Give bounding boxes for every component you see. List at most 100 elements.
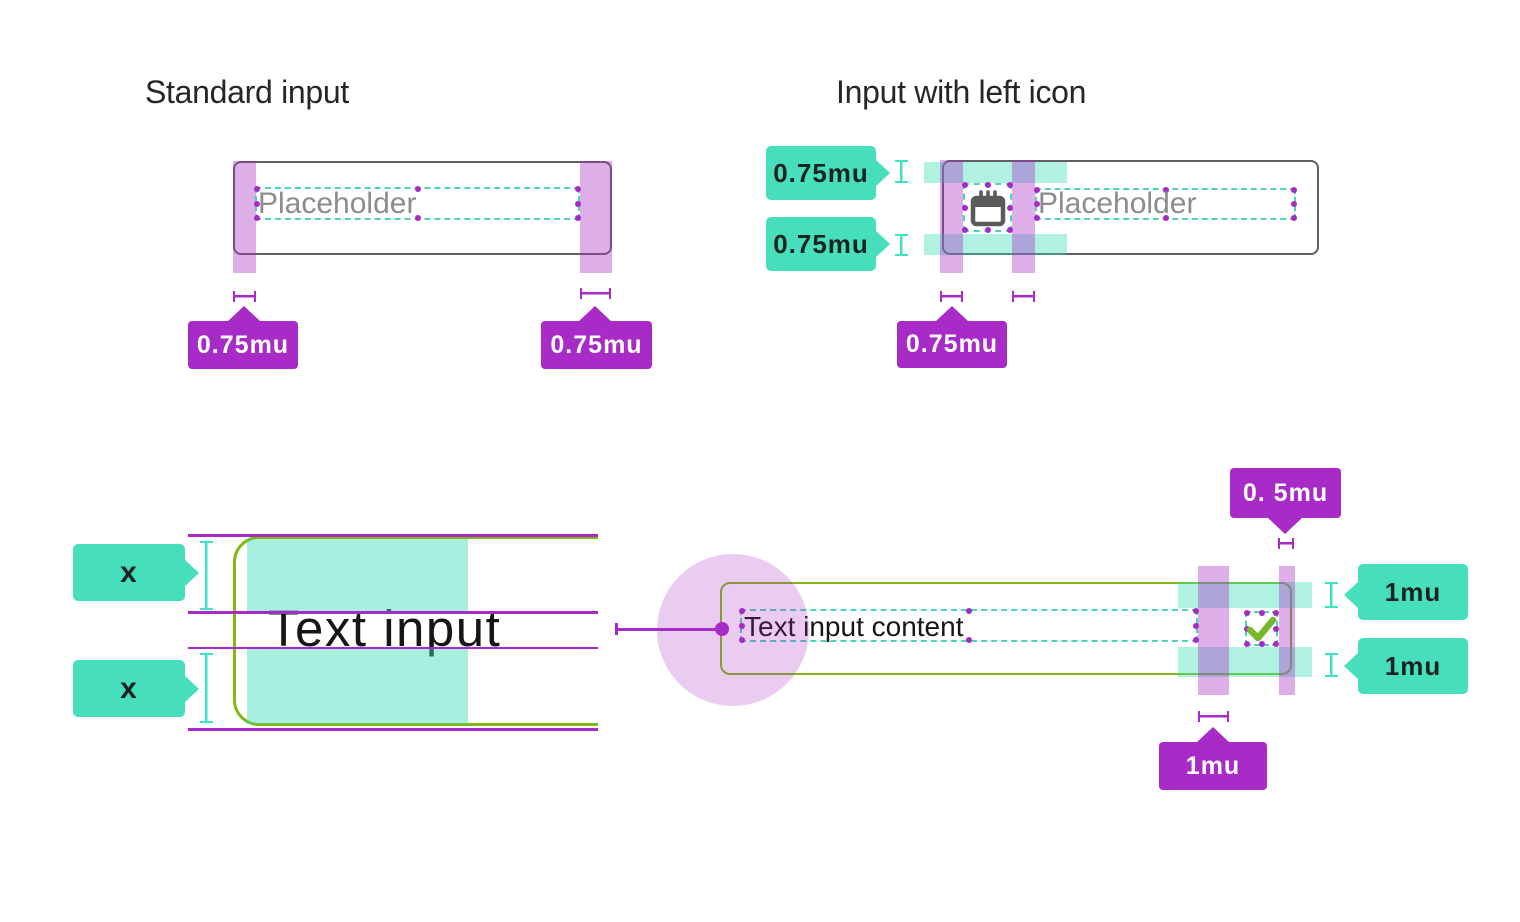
pad-bottom-highlight: [1178, 647, 1312, 677]
handle-dot: [1193, 637, 1199, 643]
badge-pointer: [875, 159, 890, 187]
content-text: Text input content: [744, 611, 964, 642]
pad-top-highlight: [247, 539, 468, 612]
standard-input-title: Standard input: [145, 74, 349, 110]
handle-dot: [1258, 610, 1265, 616]
badge-pointer: [227, 306, 261, 322]
guide-line-baseline: [188, 646, 598, 649]
check-icon-bounds: [1244, 610, 1279, 647]
padding-left-highlight: [233, 161, 256, 273]
handle-dot: [1291, 187, 1297, 193]
measure-beam: [200, 653, 213, 723]
badge-pointer: [1344, 652, 1359, 680]
measure-mark: [1198, 711, 1229, 722]
badge-pointer: [1268, 518, 1302, 534]
measure-mark: [580, 288, 611, 299]
measure-beam: [895, 160, 908, 183]
measure-beam: [895, 234, 908, 256]
pad-top-badge: 1mu: [1358, 564, 1468, 620]
bottom-padding-highlight: [924, 234, 1067, 255]
handle-dot: [575, 215, 581, 221]
measure-mark: [233, 291, 256, 302]
zoomed-input-border: [233, 536, 598, 726]
padding-right-highlight: [580, 161, 612, 273]
checkmark-icon: [1246, 616, 1277, 642]
handle-dot: [739, 637, 745, 643]
right-gap-badge: 0. 5mu: [1230, 468, 1341, 518]
top-padding-highlight: [924, 162, 1067, 183]
handle-dot: [962, 227, 968, 233]
handle-dot: [1007, 227, 1013, 233]
placeholder-text: Placeholder: [1038, 187, 1197, 220]
standard-input-field: [233, 161, 612, 255]
handle-dot: [414, 186, 421, 192]
measure-beam: [1325, 582, 1338, 608]
handle-dot: [1034, 215, 1040, 221]
placeholder-text: Placeholder: [258, 187, 417, 220]
badge-pointer: [1196, 727, 1230, 743]
connector-line: [615, 628, 722, 631]
icon-gap-badge: 0.75mu: [897, 321, 1007, 368]
measure-mark: [1012, 291, 1035, 302]
measure-beam: [200, 541, 213, 610]
handle-dot: [1162, 187, 1169, 193]
icon-bounds: [962, 182, 1013, 233]
handle-dot: [739, 622, 745, 629]
handle-dot: [1193, 622, 1199, 629]
handle-dot: [414, 215, 421, 221]
content-text-bounds: [739, 608, 1199, 643]
measure-beam: [1325, 653, 1338, 677]
handle-dot: [1291, 201, 1297, 207]
guide-line-capheight: [188, 611, 598, 614]
pad-right-badge: 0.75mu: [541, 321, 652, 369]
badge-pointer: [875, 230, 890, 258]
pad-top-badge: 0.75mu: [766, 146, 876, 200]
pad-left-badge: 0.75mu: [188, 321, 298, 369]
handle-dot: [966, 637, 972, 643]
handle-dot: [1244, 610, 1250, 616]
icon-gap-highlight: [1198, 566, 1229, 695]
handle-dot: [1162, 215, 1169, 221]
badge-pointer: [184, 559, 199, 587]
placeholder-bounds: [254, 186, 581, 221]
handle-dot: [739, 608, 745, 614]
handle-dot: [1273, 610, 1279, 616]
zoomed-input-clip: [233, 536, 598, 727]
guide-line-top: [188, 534, 598, 537]
handle-dot: [1193, 608, 1199, 614]
badge-pointer: [578, 306, 612, 322]
icon-input-title: Input with left icon: [836, 74, 1087, 110]
calendar-icon: [970, 190, 1006, 227]
handle-dot: [962, 182, 968, 188]
handle-dot: [1244, 625, 1250, 632]
connector-dot: [715, 622, 729, 636]
pad-bottom-badge: 0.75mu: [766, 217, 876, 271]
handle-dot: [1034, 187, 1040, 193]
handle-dot: [1291, 215, 1297, 221]
handle-dot: [1273, 625, 1279, 632]
handle-dot: [575, 186, 581, 192]
handle-dot: [254, 200, 260, 207]
handle-dot: [1258, 641, 1265, 647]
pad-bottom-highlight: [247, 649, 468, 724]
handle-dot: [966, 608, 972, 614]
handle-dot: [984, 182, 991, 188]
pad-top-x-badge: x: [73, 544, 185, 601]
badge-pointer: [935, 306, 969, 322]
handle-dot: [254, 215, 260, 221]
handle-dot: [254, 186, 260, 192]
badge-pointer: [184, 675, 199, 703]
right-gap-highlight: [1279, 566, 1295, 695]
handle-dot: [1007, 204, 1013, 211]
icon-gap-badge: 1mu: [1159, 742, 1267, 790]
pad-bottom-badge: 1mu: [1358, 638, 1468, 694]
measure-mark: [1278, 538, 1294, 549]
handle-dot: [1007, 182, 1013, 188]
handle-dot: [1244, 641, 1250, 647]
handle-dot: [984, 227, 991, 233]
measure-mark: [940, 291, 963, 302]
handle-dot: [962, 204, 968, 211]
pad-bottom-x-badge: x: [73, 660, 185, 717]
badge-pointer: [1344, 581, 1359, 609]
